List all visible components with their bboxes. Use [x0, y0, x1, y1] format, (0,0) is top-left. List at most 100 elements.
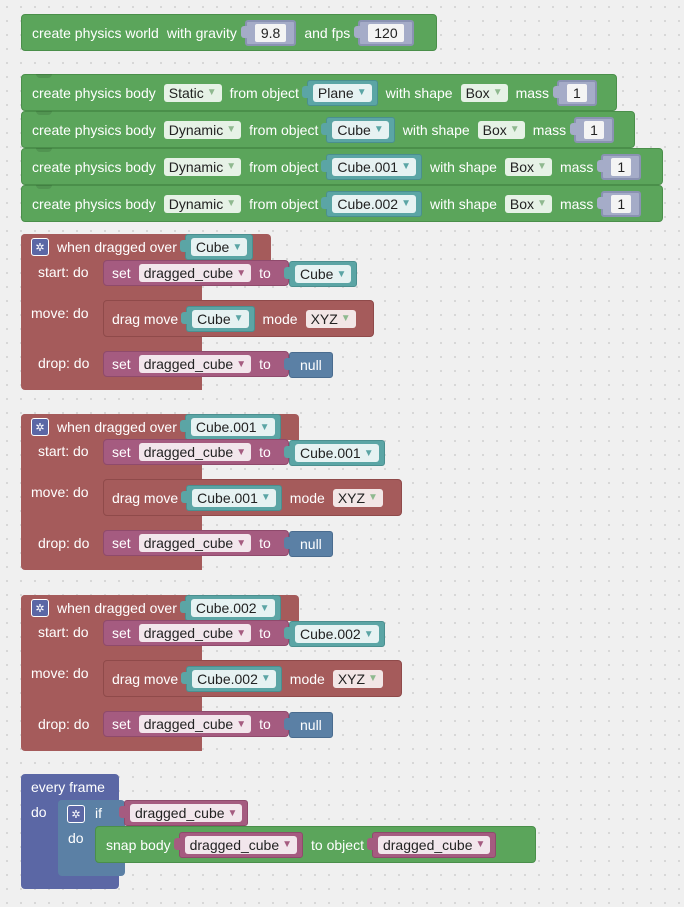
- dropdown-arrow-icon: ▼: [363, 447, 374, 459]
- object-block[interactable]: Cube.002▼: [179, 595, 281, 621]
- start-value-object-block[interactable]: Cube▼: [283, 261, 358, 287]
- to-label: to: [259, 444, 271, 460]
- dropdown-arrow-icon: ▼: [236, 718, 247, 730]
- mode-dropdown[interactable]: XYZ▼: [332, 669, 383, 688]
- drag-move-label: drag move: [112, 670, 179, 687]
- fps-input[interactable]: 120: [354, 19, 414, 46]
- target-object-variable[interactable]: dragged_cube▼: [366, 831, 497, 858]
- mode-label: mode: [262, 310, 298, 327]
- start-value-object-block[interactable]: Cube.002▼: [284, 621, 385, 647]
- mass-input[interactable]: 1: [570, 116, 614, 143]
- object-block[interactable]: Cube.001▼: [179, 414, 281, 440]
- to-label: to: [259, 535, 271, 551]
- mass-input[interactable]: 1: [597, 190, 642, 217]
- set-variable-block[interactable]: set dragged_cube▼ to: [103, 620, 289, 646]
- shape-dropdown[interactable]: Box▼: [504, 194, 552, 213]
- drop-do-label: drop: do: [38, 535, 90, 551]
- body-type-dropdown[interactable]: Dynamic▼: [163, 194, 242, 213]
- dropdown-arrow-icon: ▼: [401, 198, 411, 209]
- from-object-label: from object: [229, 84, 299, 101]
- variable-dropdown[interactable]: dragged_cube▼: [138, 443, 252, 461]
- variable-dropdown[interactable]: dragged_cube▼: [138, 355, 252, 373]
- create-physics-world-block[interactable]: create physics world with gravity 9.8 an…: [21, 14, 437, 51]
- physics-body-block-cube-002[interactable]: create physics body Dynamic▼ from object…: [21, 185, 663, 222]
- object-block[interactable]: Plane▼: [301, 79, 378, 106]
- dropdown-arrow-icon: ▼: [368, 673, 378, 684]
- object-block[interactable]: Cube▼: [321, 116, 395, 143]
- shape-dropdown[interactable]: Box▼: [460, 83, 508, 102]
- shape-dropdown[interactable]: Box▼: [504, 157, 552, 176]
- dropdown-arrow-icon: ▼: [236, 267, 247, 279]
- mode-dropdown[interactable]: XYZ▼: [305, 309, 356, 328]
- object-block[interactable]: Cube▼: [179, 234, 254, 260]
- variable-dropdown[interactable]: dragged_cube▼: [138, 264, 252, 282]
- body-type-dropdown[interactable]: Dynamic▼: [163, 120, 242, 139]
- drag-move-block[interactable]: drag move Cube▼ mode XYZ▼: [103, 300, 374, 337]
- set-variable-block[interactable]: set dragged_cube▼ to: [103, 530, 289, 556]
- move-object-block[interactable]: Cube▼: [181, 305, 255, 332]
- dropdown-arrow-icon: ▼: [401, 161, 411, 172]
- dropdown-arrow-icon: ▼: [236, 358, 247, 370]
- null-value-block[interactable]: null: [284, 531, 333, 557]
- shape-dropdown[interactable]: Box▼: [477, 120, 525, 139]
- gear-icon[interactable]: ✲: [31, 238, 49, 256]
- move-object-block[interactable]: Cube.001▼: [181, 484, 282, 511]
- if-condition-variable[interactable]: dragged_cube▼: [118, 800, 249, 826]
- drag-move-block[interactable]: drag move Cube.001▼ mode XYZ▼: [103, 479, 402, 516]
- if-label: if: [95, 805, 102, 821]
- start-value-object-block[interactable]: Cube.001▼: [284, 440, 385, 466]
- mode-dropdown[interactable]: XYZ▼: [332, 488, 383, 507]
- dropdown-arrow-icon: ▼: [537, 198, 547, 209]
- dropdown-arrow-icon: ▼: [260, 673, 271, 684]
- object-block[interactable]: Cube.001▼: [321, 153, 422, 180]
- dropdown-arrow-icon: ▼: [236, 627, 247, 639]
- gravity-label: with gravity: [166, 24, 237, 41]
- dropdown-arrow-icon: ▼: [233, 313, 244, 324]
- variable-dropdown[interactable]: dragged_cube▼: [138, 534, 252, 552]
- mode-label: mode: [289, 489, 325, 506]
- variable-dropdown[interactable]: dragged_cube▼: [138, 624, 252, 642]
- from-object-label: from object: [249, 195, 319, 212]
- gear-icon[interactable]: ✲: [31, 599, 49, 617]
- null-value-block[interactable]: null: [284, 352, 333, 378]
- variable-dropdown[interactable]: dragged_cube▼: [138, 715, 252, 733]
- set-variable-block[interactable]: set dragged_cube▼ to: [103, 439, 289, 465]
- body-type-dropdown[interactable]: Dynamic▼: [163, 157, 242, 176]
- dropdown-arrow-icon: ▼: [356, 87, 367, 98]
- body-type-dropdown[interactable]: Static▼: [163, 83, 222, 102]
- dropdown-arrow-icon: ▼: [336, 268, 347, 280]
- snap-body-block[interactable]: snap body dragged_cube▼ to object dragge…: [95, 826, 536, 863]
- snap-body-variable[interactable]: dragged_cube▼: [173, 831, 304, 858]
- null-value-block[interactable]: null: [284, 712, 333, 738]
- set-label: set: [112, 716, 131, 732]
- gear-icon[interactable]: ✲: [31, 418, 49, 436]
- body-label: create physics body: [32, 195, 156, 212]
- dropdown-arrow-icon: ▼: [226, 124, 237, 135]
- set-variable-block[interactable]: set dragged_cube▼ to: [103, 711, 289, 737]
- mass-label: mass: [515, 84, 550, 101]
- body-label: create physics body: [32, 84, 156, 101]
- gravity-input[interactable]: 9.8: [240, 19, 297, 46]
- physics-body-block-cube-001[interactable]: create physics body Dynamic▼ from object…: [21, 148, 663, 185]
- dropdown-arrow-icon: ▼: [206, 87, 217, 98]
- from-object-label: from object: [249, 158, 319, 175]
- dropdown-arrow-icon: ▼: [236, 446, 247, 458]
- set-variable-block[interactable]: set dragged_cube▼ to: [103, 351, 289, 377]
- gear-icon[interactable]: ✲: [67, 805, 85, 823]
- drop-do-label: drop: do: [38, 716, 90, 732]
- dropdown-arrow-icon: ▼: [509, 124, 520, 135]
- dropdown-arrow-icon: ▼: [236, 537, 247, 549]
- physics-body-block-cube[interactable]: create physics body Dynamic▼ from object…: [21, 111, 635, 148]
- physics-body-block-plane[interactable]: create physics body Static▼ from object …: [21, 74, 617, 111]
- move-object-block[interactable]: Cube.002▼: [181, 665, 282, 692]
- dropdown-arrow-icon: ▼: [282, 839, 293, 850]
- set-variable-block[interactable]: set dragged_cube▼ to: [103, 260, 289, 286]
- object-block[interactable]: Cube.002▼: [321, 190, 422, 217]
- drop-do-label: drop: do: [38, 355, 90, 371]
- dragged-header: ✲ when dragged over Cube.002▼: [21, 595, 281, 621]
- mass-input[interactable]: 1: [553, 79, 597, 106]
- drag-move-block[interactable]: drag move Cube.002▼ mode XYZ▼: [103, 660, 402, 697]
- mass-input[interactable]: 1: [597, 153, 642, 180]
- mode-label: mode: [289, 670, 325, 687]
- dropdown-arrow-icon: ▼: [226, 198, 237, 209]
